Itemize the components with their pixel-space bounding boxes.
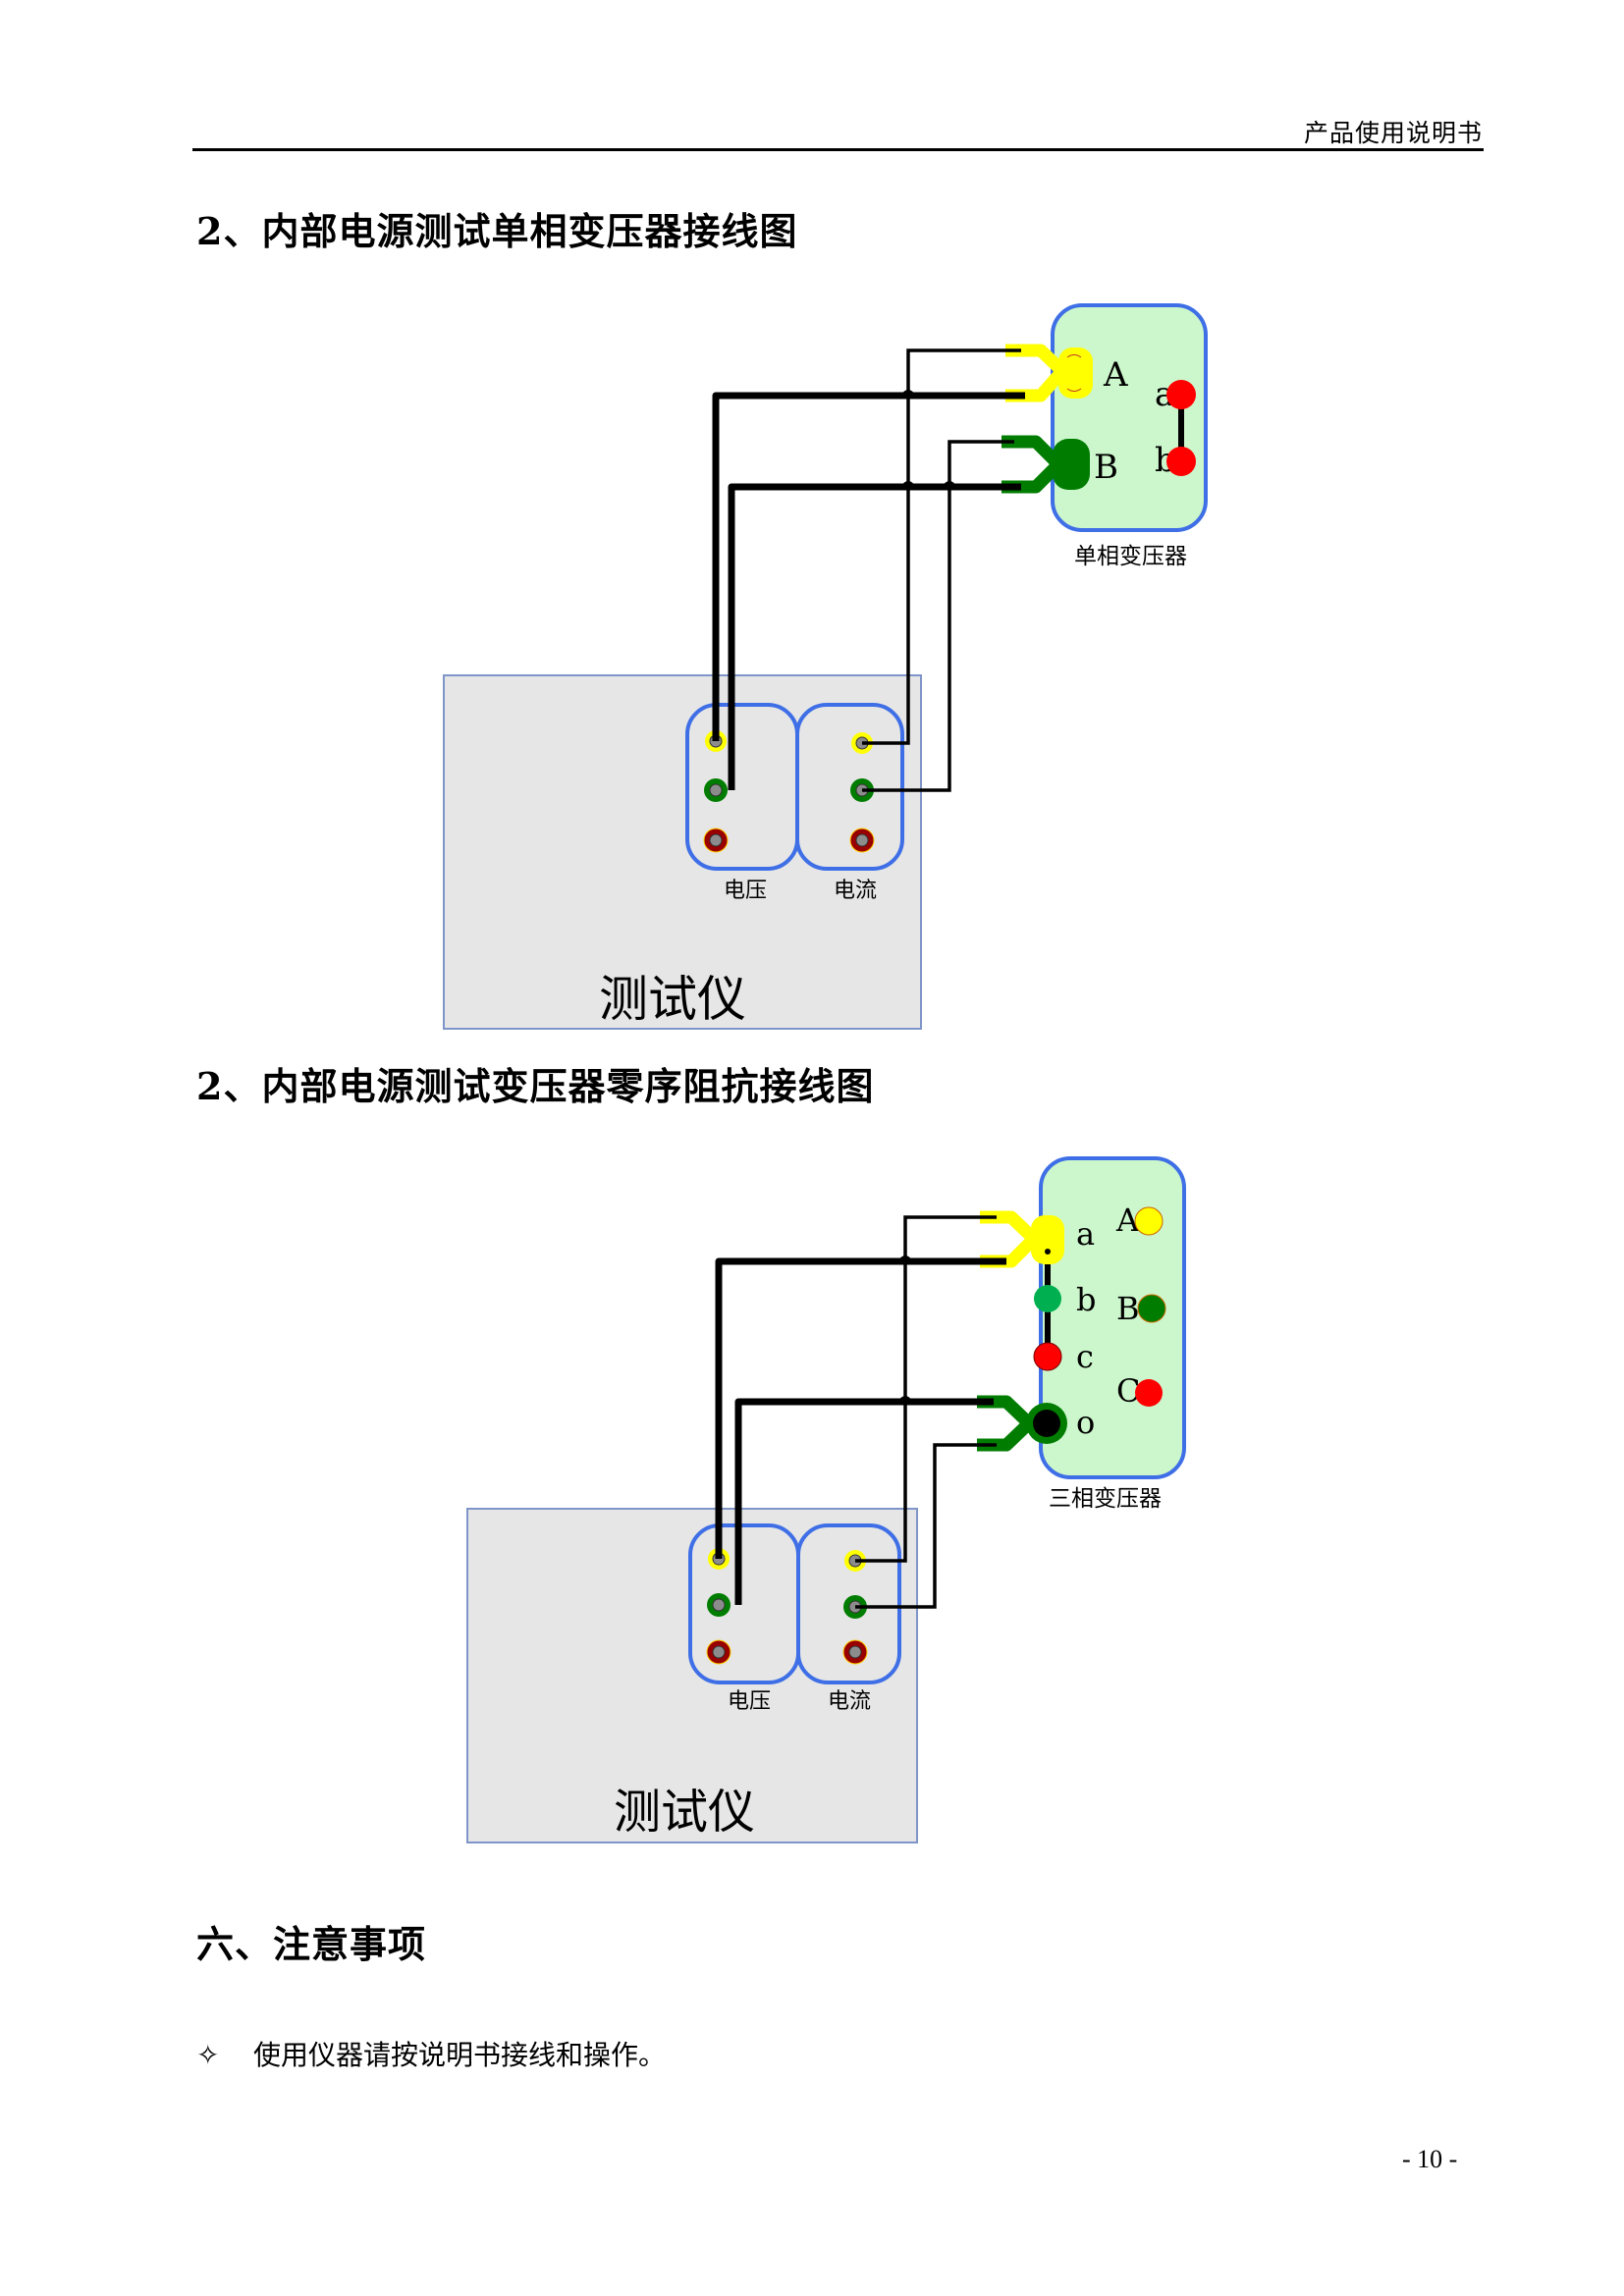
voltage-panel: [688, 1523, 800, 1684]
terminal-label-B: B: [1116, 1290, 1140, 1327]
terminal-a: [1166, 380, 1196, 409]
wire-current-low: [855, 1443, 997, 1609]
voltage-terminal-green: [707, 1593, 731, 1617]
terminal-label-b: b: [1155, 441, 1176, 480]
wire-voltage-high: [715, 1257, 1006, 1559]
notes-section-title: 六、注意事项: [196, 1923, 427, 1966]
terminal-c: [1033, 1342, 1062, 1371]
current-panel-label: 电流: [828, 1689, 871, 1714]
current-terminal-yellow: [851, 732, 873, 754]
current-terminal-red: [849, 828, 875, 853]
crossover-hump: [942, 481, 957, 487]
wire-current-high: [862, 348, 1021, 745]
voltage-terminal-yellow: [708, 1548, 730, 1570]
terminal-label-B: B: [1094, 448, 1118, 487]
voltage-panel: [685, 703, 799, 871]
terminal-label-o: o: [1076, 1404, 1095, 1441]
notes-item: ✧ 使用仪器请按说明书接线和操作。: [196, 2034, 666, 2073]
wire-voltage-low: [734, 1398, 994, 1605]
diamond-star-icon: ✧: [196, 2039, 220, 2071]
current-panel: [795, 703, 904, 871]
terminal-label-c: c: [1076, 1338, 1094, 1375]
crossover-hump: [897, 1255, 913, 1261]
header-rule: [192, 148, 1484, 151]
voltage-panel-label: 电压: [724, 879, 767, 903]
current-panel-label: 电流: [834, 879, 877, 903]
tester-box: [443, 674, 922, 1030]
clip-yellow-a: [980, 1210, 1064, 1268]
current-terminal-red: [842, 1639, 868, 1665]
terminal-C: [1135, 1379, 1163, 1407]
current-panel: [796, 1523, 901, 1684]
wire-current-low: [862, 440, 1014, 792]
tester-label: 测试仪: [614, 1785, 755, 1840]
single-phase-transformer-label: 单相变压器: [1074, 544, 1187, 569]
clip-yellow-A: [1005, 344, 1093, 402]
current-terminal-green: [843, 1595, 867, 1619]
wire-voltage-high: [712, 392, 1025, 741]
crossover-hump: [900, 390, 916, 396]
section-title-single-phase: 2、内部电源测试单相变压器接线图: [196, 209, 798, 253]
crossover-hump: [897, 1396, 913, 1402]
current-terminal-green: [850, 778, 874, 802]
terminal-label-a: a: [1076, 1215, 1095, 1253]
terminal-label-a: a: [1155, 375, 1174, 414]
voltage-panel-label: 电压: [728, 1689, 771, 1714]
wire-current-high: [855, 1215, 997, 1563]
voltage-terminal-red: [706, 1639, 731, 1665]
clip-green-B: [1001, 435, 1090, 494]
terminal-label-C: C: [1116, 1372, 1140, 1410]
three-phase-transformer-box: [1039, 1156, 1186, 1479]
notes-item-text: 使用仪器请按说明书接线和操作。: [253, 2039, 667, 2071]
terminal-b: [1034, 1285, 1061, 1312]
terminal-label-A: A: [1103, 355, 1128, 395]
tester-label: 测试仪: [599, 971, 746, 1028]
voltage-terminal-yellow: [705, 730, 727, 752]
wire-voltage-low: [728, 483, 1021, 790]
terminal-label-A: A: [1115, 1201, 1140, 1239]
terminal-B: [1137, 1294, 1166, 1323]
terminal-b: [1166, 447, 1196, 476]
terminal-A: [1134, 1206, 1164, 1236]
document-header-title: 产品使用说明书: [1304, 119, 1484, 147]
page-number: - 10 -: [1402, 2145, 1458, 2173]
voltage-terminal-green: [704, 778, 728, 802]
tester-box: [466, 1508, 918, 1843]
voltage-terminal-red: [703, 828, 729, 853]
three-phase-transformer-label: 三相变压器: [1049, 1486, 1162, 1512]
current-terminal-yellow: [844, 1550, 866, 1572]
section-title-zero-sequence: 2、内部电源测试变压器零序阻抗接线图: [196, 1064, 875, 1108]
single-phase-transformer-box: [1051, 303, 1208, 532]
crossover-hump: [900, 481, 916, 487]
clip-green-o: [977, 1395, 1067, 1452]
terminal-label-b: b: [1076, 1281, 1096, 1318]
